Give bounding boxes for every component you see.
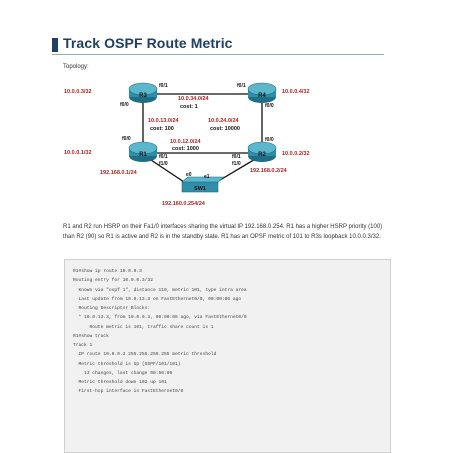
r2-f01-label: f0/1 [232,154,241,160]
r3-r4-network-label: 10.0.34.0/24 [178,96,210,102]
switch-sw1-label: SW1 [194,186,206,192]
virtual-ip-label: 192.160.0.254/24 [162,201,206,207]
r3-f01-label: f0/1 [159,83,168,89]
router-r3-label: R3 [139,93,147,99]
r1-r3-cost-label: cost: 100 [150,126,174,132]
router-icon-top [128,141,158,155]
cli-line: Route metric is 101, traffic share count… [73,324,214,330]
router-r2[interactable]: R2 [247,141,277,162]
cli-line: R1#show ip route 10.0.0.3 [73,269,142,274]
r3-r4-cost-label: cost: 1 [180,104,198,110]
switch-sw1[interactable]: SW1 [181,176,225,193]
router-r1[interactable]: R1 [128,141,158,162]
r2-lan-ip-label: 192.168.0.2/24 [250,168,288,174]
r4-f01-label: f0/1 [237,83,246,89]
cli-line: Routing entry for 10.0.0.3/32 [73,278,153,284]
r3-loopback-label: 10.0.0.3/32 [64,89,92,95]
r1-f00-label: f0/0 [122,136,131,142]
cli-line: Known via "ospf 1", distance 110, metric… [73,287,247,293]
cli-line: IP route 10.0.0.3 255.255.255.255 metric… [73,352,217,358]
cli-line: Metric threshold down 102 up 101 [73,380,167,385]
router-r4[interactable]: R4 [247,82,277,103]
sw1-e1-label: e1 [204,174,210,180]
r2-f00-label: f0/0 [265,137,274,143]
router-r1-label: R1 [139,152,147,158]
router-icon-top [247,141,277,155]
router-icon-top [128,82,158,96]
cli-line: Last update from 10.0.13.3 on FastEthern… [73,296,242,302]
switch-icon-top [181,176,225,183]
sw1-e0-label: e0 [186,172,192,178]
page-title: Track OSPF Route Metric [63,35,233,51]
router-r2-label: R2 [258,152,266,158]
r1-f10-label: f1/0 [159,161,168,167]
title-accent-bar [52,38,58,52]
r1-r3-network-label: 10.0.13.0/24 [148,118,180,124]
r1-lan-ip-label: 192.168.0.1/24 [100,170,138,176]
router-icon-top [247,82,277,96]
cli-line: Routing Descriptor Blocks: [73,306,151,311]
cli-line: 13 changes, last change 00:50:06 [73,370,173,376]
r1-f01-label: f0/1 [159,154,168,160]
r1-r2-cost-label: cost: 1000 [172,146,199,152]
r4-f00-label: f0/0 [265,103,274,109]
description-paragraph: R1 and R2 run HSRP on their Fa1/0 interf… [63,224,383,240]
router-r4-label: R4 [258,93,266,99]
network-topology-diagram: R3 R4 R1 R2 SW1 10.0.0.3/32 10.0.0.4/32 … [64,82,310,207]
r1-loopback-label: 10.0.0.1/32 [64,150,92,156]
cli-output-box: R1#show ip route 10.0.0.3 Routing entry … [64,259,391,453]
topology-label: Topology: [63,64,89,70]
r2-loopback-label: 10.0.0.2/32 [282,151,310,157]
r4-loopback-label: 10.0.0.4/32 [282,89,310,95]
r3-f00-label: f0/0 [120,102,129,108]
cli-line: Track 1 [73,343,93,348]
router-r3[interactable]: R3 [128,82,158,103]
cli-line: First-hop interface is FastEthernet0/0 [73,389,184,395]
cli-line: Metric threshold is Up (OSPF/101/101) [73,361,181,367]
cli-line: * 10.0.13.3, from 10.0.0.3, 00:00:08 ago… [73,315,247,321]
r2-r4-network-label: 10.0.24.0/24 [208,118,240,124]
title-divider [52,54,384,55]
r1-r2-network-label: 10.0.12.0/24 [170,139,202,145]
cli-line: R1#show track [73,333,109,339]
r2-r4-cost-label: cost: 10000 [210,126,240,132]
r2-f10-label: f1/0 [232,161,241,167]
